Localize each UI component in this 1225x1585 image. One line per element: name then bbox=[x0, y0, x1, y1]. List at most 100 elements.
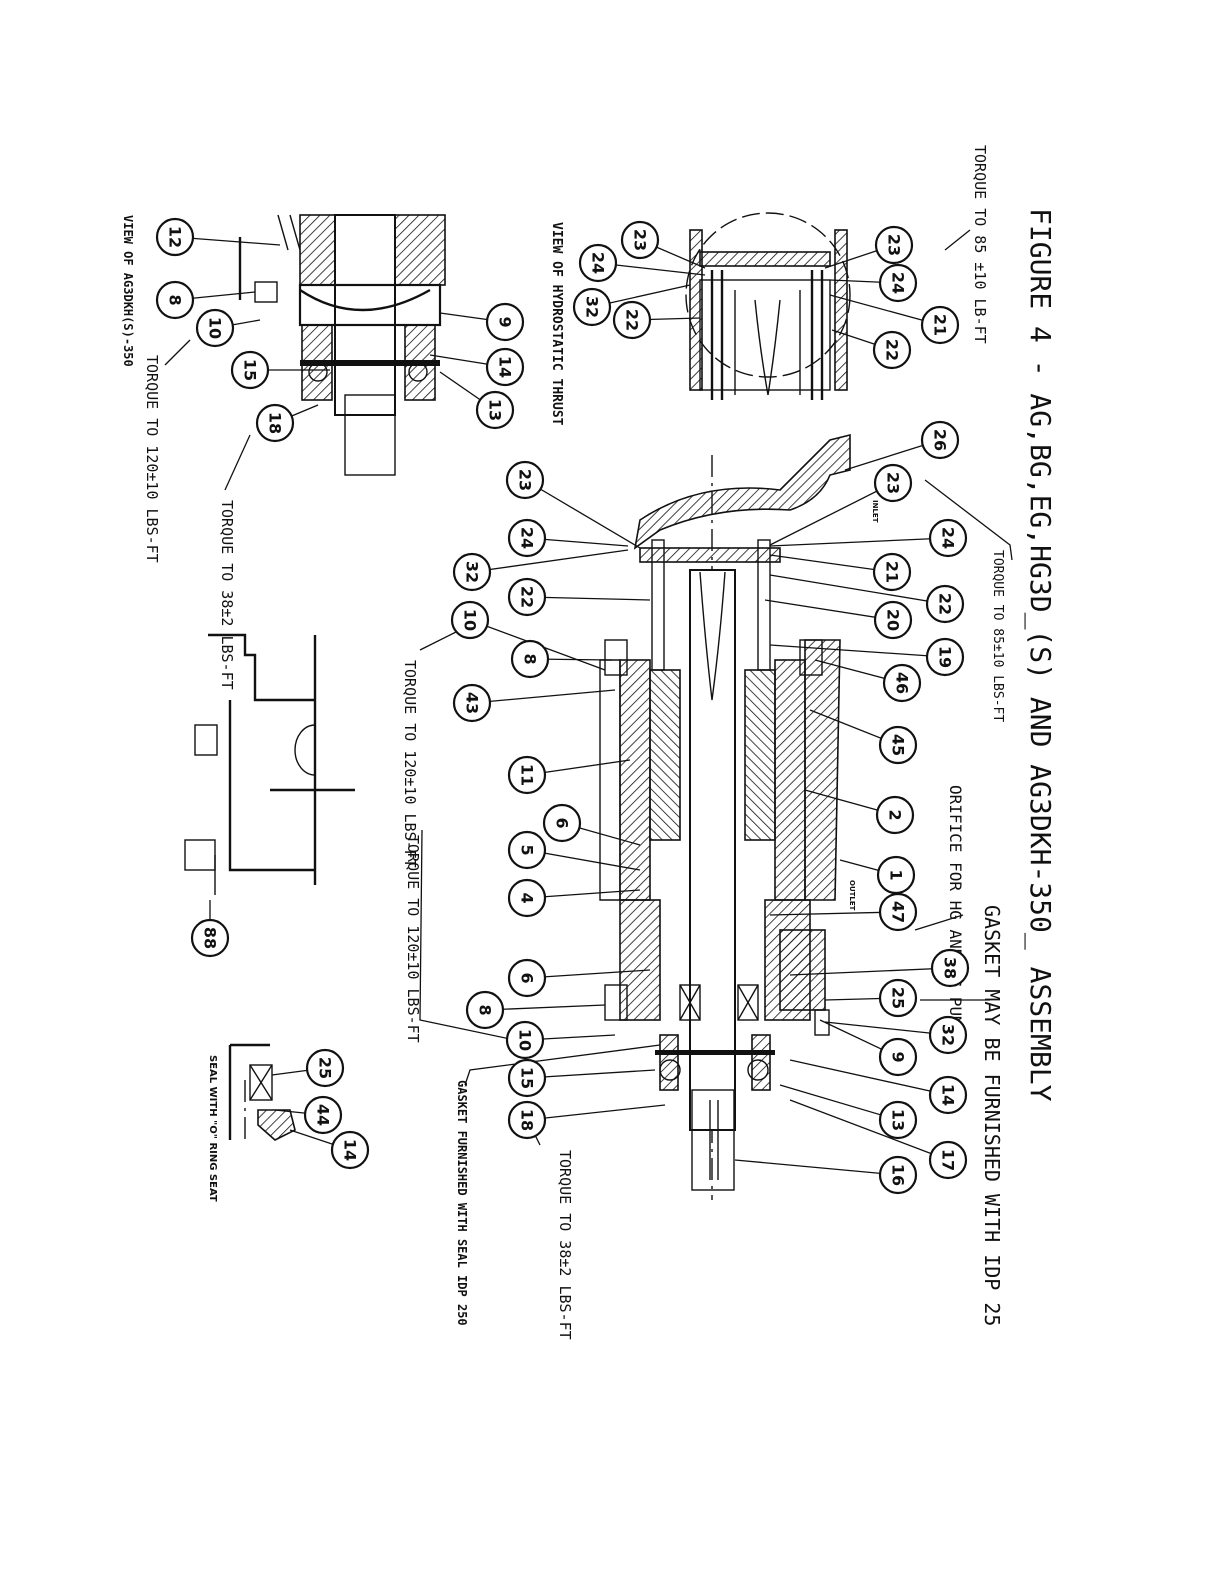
callout-main-6: 6 bbox=[507, 958, 651, 998]
callout-leader bbox=[769, 911, 899, 916]
callout-number: 25 bbox=[316, 1057, 335, 1079]
callout-hydrostatic-23: 23 bbox=[620, 220, 706, 269]
callout-number: 22 bbox=[936, 593, 955, 615]
callout-leader bbox=[526, 969, 651, 979]
callout-leader bbox=[526, 1069, 656, 1079]
callout-leader bbox=[789, 1099, 949, 1161]
callout-number: 17 bbox=[939, 1149, 958, 1171]
callout-circle bbox=[876, 855, 916, 895]
callout-circle bbox=[155, 280, 195, 320]
callout-circle bbox=[230, 350, 270, 390]
leader-torque-38-small bbox=[224, 434, 251, 491]
gasket-seal-note: GASKET FURNISHED WITH SEAL IDP 250 bbox=[455, 1080, 469, 1326]
callout-circle bbox=[872, 552, 912, 592]
callout-main-26: 26 bbox=[844, 420, 960, 471]
callout-main-22: 22 bbox=[769, 574, 965, 624]
callout-number: 6 bbox=[518, 972, 537, 983]
seal-detail bbox=[228, 1043, 296, 1145]
callout-main-45: 45 bbox=[809, 709, 918, 765]
callout-number: 24 bbox=[889, 272, 908, 294]
callout-circle bbox=[928, 1075, 968, 1115]
callout-circle bbox=[255, 403, 295, 443]
callout-number: 24 bbox=[589, 252, 608, 274]
callout-leader bbox=[526, 1104, 666, 1121]
callout-number: 8 bbox=[476, 1004, 495, 1015]
leader-torque-top bbox=[944, 229, 971, 251]
callout-circle bbox=[928, 518, 968, 558]
callout-seal-14: 14 bbox=[289, 1129, 370, 1170]
callout-number: 4 bbox=[518, 892, 537, 903]
callout-circle bbox=[873, 600, 913, 640]
callout-number: 23 bbox=[516, 469, 535, 491]
callout-number: 10 bbox=[516, 1029, 535, 1051]
callout-ag3dkh-15: 15 bbox=[230, 350, 330, 390]
callout-seal-44: 44 bbox=[274, 1095, 343, 1135]
callout-main-18: 18 bbox=[507, 1100, 666, 1140]
callout-number: 8 bbox=[166, 294, 185, 305]
callout-circle bbox=[878, 892, 918, 932]
callout-leader bbox=[779, 1084, 899, 1121]
callout-main-4: 4 bbox=[507, 878, 641, 918]
torque-120-main-b: TORQUE TO 120±10 LBS-FT bbox=[404, 835, 422, 1043]
callout-hydrostatic-23: 23 bbox=[824, 225, 914, 269]
callout-circle bbox=[452, 683, 492, 723]
callout-leader bbox=[484, 1004, 606, 1011]
callout-number: 22 bbox=[883, 339, 902, 361]
callout-circle bbox=[920, 305, 960, 345]
main-assembly-section: INLET OUTLET bbox=[599, 433, 879, 1200]
torque-38-ag3dkh: TORQUE TO 38±2 LBS-FT bbox=[218, 500, 236, 690]
callout-main-24: 24 bbox=[769, 518, 968, 558]
callout-number: 23 bbox=[631, 229, 650, 251]
callout-ag3dkh-8: 8 bbox=[155, 280, 256, 320]
callout-number: 6 bbox=[553, 817, 572, 828]
torque-120-main-a: TORQUE TO 120±10 LBS-FT bbox=[401, 660, 419, 868]
callout-leader bbox=[471, 689, 616, 704]
callout-number: 23 bbox=[885, 234, 904, 256]
callout-hydrostatic-21: 21 bbox=[829, 294, 960, 345]
callout-number: 44 bbox=[314, 1104, 333, 1126]
callout-ag3dkh-10: 10 bbox=[195, 308, 261, 348]
inlet-label: INLET bbox=[871, 500, 879, 523]
callout-circle bbox=[620, 220, 660, 260]
torque-120-ag3dkh: TORQUE TO 120±10 LBS-FT bbox=[143, 355, 161, 563]
callout-number: 12 bbox=[166, 226, 185, 248]
callout-hydrostatic-24: 24 bbox=[829, 263, 918, 303]
callout-main-38: 38 bbox=[789, 948, 970, 988]
callout-main-43: 43 bbox=[452, 683, 616, 723]
callout-number: 5 bbox=[518, 844, 537, 855]
callout-circle bbox=[450, 600, 490, 640]
callout-circle bbox=[928, 1140, 968, 1180]
callout-main-22: 22 bbox=[507, 577, 651, 617]
callout-main-13: 13 bbox=[779, 1084, 918, 1140]
callout-main-32: 32 bbox=[452, 549, 629, 592]
callout-number: 14 bbox=[341, 1139, 360, 1161]
callout-main-32: 32 bbox=[824, 1015, 968, 1055]
callout-leader bbox=[769, 644, 946, 658]
callout-leader bbox=[769, 574, 946, 605]
callout-main-2: 2 bbox=[804, 789, 915, 835]
callout-circle bbox=[578, 243, 618, 283]
callout-circle bbox=[874, 225, 914, 265]
leader-torque-120a bbox=[419, 629, 461, 651]
callout-hydrostatic-24: 24 bbox=[578, 243, 706, 283]
callout-leader bbox=[524, 479, 641, 549]
callout-main-46: 46 bbox=[814, 659, 922, 703]
callout-number: 8 bbox=[521, 653, 540, 664]
callout-circle bbox=[612, 300, 652, 340]
callout-main-21: 21 bbox=[769, 552, 912, 592]
callout-number: 2 bbox=[886, 809, 905, 820]
callout-hydrostatic-32: 32 bbox=[572, 284, 691, 327]
callout-number: 16 bbox=[889, 1164, 908, 1186]
callout-circle bbox=[485, 302, 525, 342]
callout-leader bbox=[471, 549, 629, 573]
callout-main-24: 24 bbox=[507, 518, 629, 558]
callout-circle bbox=[507, 878, 547, 918]
callout-circle bbox=[330, 1130, 370, 1170]
callout-number: 18 bbox=[266, 412, 285, 434]
callout-circle bbox=[878, 978, 918, 1018]
callout-number: 20 bbox=[884, 609, 903, 631]
callout-seal-25: 25 bbox=[271, 1048, 345, 1088]
